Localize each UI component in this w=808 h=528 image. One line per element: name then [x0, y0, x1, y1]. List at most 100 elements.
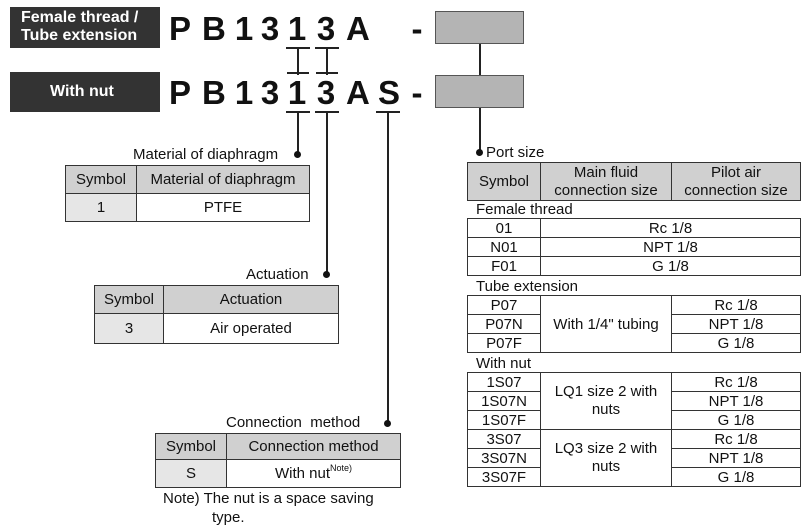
connection-symbol: S	[155, 459, 227, 488]
port-pilot: Rc 1/8	[671, 429, 801, 449]
code-char: 1	[287, 74, 307, 111]
material-title: Material of diaphragm	[133, 146, 279, 163]
code-char: A	[346, 10, 370, 47]
leader-actuation	[326, 113, 328, 275]
underline-3-row1	[315, 47, 339, 49]
port-nut-main-1-line1: LQ1 size 2 with	[554, 383, 658, 400]
port-nut-main-1-line2: nuts	[591, 401, 621, 418]
code-char: -	[411, 10, 423, 47]
connector-box	[479, 44, 481, 75]
code-char: P	[169, 74, 192, 111]
with-nut-tag: With nut	[10, 72, 160, 112]
underline-s-row2	[376, 111, 400, 113]
connector-1	[297, 49, 299, 75]
port-symbol: P07N	[467, 314, 541, 334]
leader-actuation-dot	[323, 271, 330, 278]
port-symbol: 1S07N	[467, 391, 541, 411]
female-thread-tag: Female thread / Tube extension	[10, 7, 160, 48]
port-nut-main-2-line1: LQ3 size 2 with	[554, 440, 658, 457]
connection-header-name: Connection method	[226, 433, 401, 460]
port-tube-table: P07 With 1/4" tubing Rc 1/8 P07N NPT 1/8…	[467, 295, 801, 353]
port-pilot: G 1/8	[671, 333, 801, 353]
port-tube-main: With 1/4" tubing	[540, 295, 672, 353]
port-header-pilot: Pilot air connection size	[671, 162, 801, 201]
connector-3	[326, 49, 328, 75]
connection-note-line1: Note) The nut is a space saving	[163, 490, 374, 507]
port-size: G 1/8	[540, 256, 801, 276]
connection-note-line2: type.	[212, 509, 245, 526]
code-row-1: P B 1 3 1 3 A -	[0, 10, 423, 48]
port-pilot: NPT 1/8	[671, 448, 801, 468]
connection-title: Connection method	[226, 414, 361, 431]
underline-3-row2	[315, 111, 339, 113]
code-char: B	[202, 10, 226, 47]
connection-value: With nut	[274, 465, 330, 482]
material-header-symbol: Symbol	[65, 165, 137, 194]
port-header-main-2: connection size	[554, 181, 658, 199]
port-header-table: Symbol Main fluid connection size Pilot …	[467, 162, 801, 201]
connection-table: Symbol Connection method S With nutNote)	[155, 433, 401, 488]
port-pilot: G 1/8	[671, 410, 801, 430]
with-nut-tag-label: With nut	[50, 83, 114, 100]
code-char: 3	[316, 74, 336, 111]
material-header-name: Material of diaphragm	[136, 165, 310, 194]
code-row-2: P B 1 3 1 3 A S -	[0, 76, 440, 112]
port-pilot: Rc 1/8	[671, 295, 801, 315]
connection-note-ref: Note)	[330, 463, 353, 473]
port-symbol: 3S07F	[467, 467, 541, 487]
port-nut-main-1: LQ1 size 2 with nuts	[540, 372, 672, 430]
leader-port-dot	[476, 149, 483, 156]
connection-value-cell: With nutNote)	[226, 459, 401, 488]
actuation-header-symbol: Symbol	[94, 285, 164, 314]
port-header-pilot-2: connection size	[684, 181, 788, 199]
code-char: P	[169, 10, 192, 47]
port-size-box-2	[435, 75, 524, 108]
connector-h-3	[316, 72, 338, 74]
material-symbol: 1	[65, 193, 137, 222]
port-symbol: P07	[467, 295, 541, 315]
underline-1-row1	[286, 47, 310, 49]
code-char: B	[202, 74, 226, 111]
port-size-box-1	[435, 11, 524, 44]
leader-connection	[387, 113, 389, 424]
leader-material	[297, 113, 299, 155]
port-nut-main-2-line2: nuts	[591, 458, 621, 475]
material-value: PTFE	[136, 193, 310, 222]
port-header-main: Main fluid connection size	[540, 162, 672, 201]
port-header-main-1: Main fluid	[573, 163, 639, 181]
code-char: 3	[260, 10, 280, 47]
code-char: A	[346, 74, 370, 111]
connector-h-1	[287, 72, 309, 74]
port-nut-label: With nut	[476, 355, 532, 372]
code-char: S	[378, 74, 401, 111]
port-tube-label: Tube extension	[476, 278, 579, 295]
actuation-value: Air operated	[163, 313, 339, 344]
actuation-symbol: 3	[94, 313, 164, 344]
leader-connection-dot	[384, 420, 391, 427]
code-char: 1	[234, 10, 254, 47]
port-size: NPT 1/8	[540, 237, 801, 257]
code-char: 3	[260, 74, 280, 111]
port-female-label: Female thread	[476, 201, 573, 218]
female-tag-line2: Tube extension	[21, 27, 138, 44]
actuation-header-name: Actuation	[163, 285, 339, 314]
port-pilot: NPT 1/8	[671, 391, 801, 411]
port-symbol: 3S07	[467, 429, 541, 449]
port-nut-table: 1S07 LQ1 size 2 with nuts Rc 1/8 1S07N N…	[467, 372, 801, 487]
leader-port	[479, 108, 481, 153]
actuation-table: Symbol Actuation 3 Air operated	[94, 285, 339, 344]
port-header-symbol: Symbol	[467, 162, 541, 201]
port-title: Port size	[486, 144, 545, 161]
port-pilot: Rc 1/8	[671, 372, 801, 392]
female-tag-line1: Female thread /	[21, 9, 139, 26]
port-symbol: 01	[467, 218, 541, 238]
connection-header-symbol: Symbol	[155, 433, 227, 460]
port-pilot: G 1/8	[671, 467, 801, 487]
actuation-title: Actuation	[246, 266, 309, 283]
port-symbol: F01	[467, 256, 541, 276]
code-char: 1	[287, 10, 307, 47]
port-size: Rc 1/8	[540, 218, 801, 238]
port-symbol: 1S07F	[467, 410, 541, 430]
port-symbol: N01	[467, 237, 541, 257]
code-char: -	[411, 74, 423, 111]
